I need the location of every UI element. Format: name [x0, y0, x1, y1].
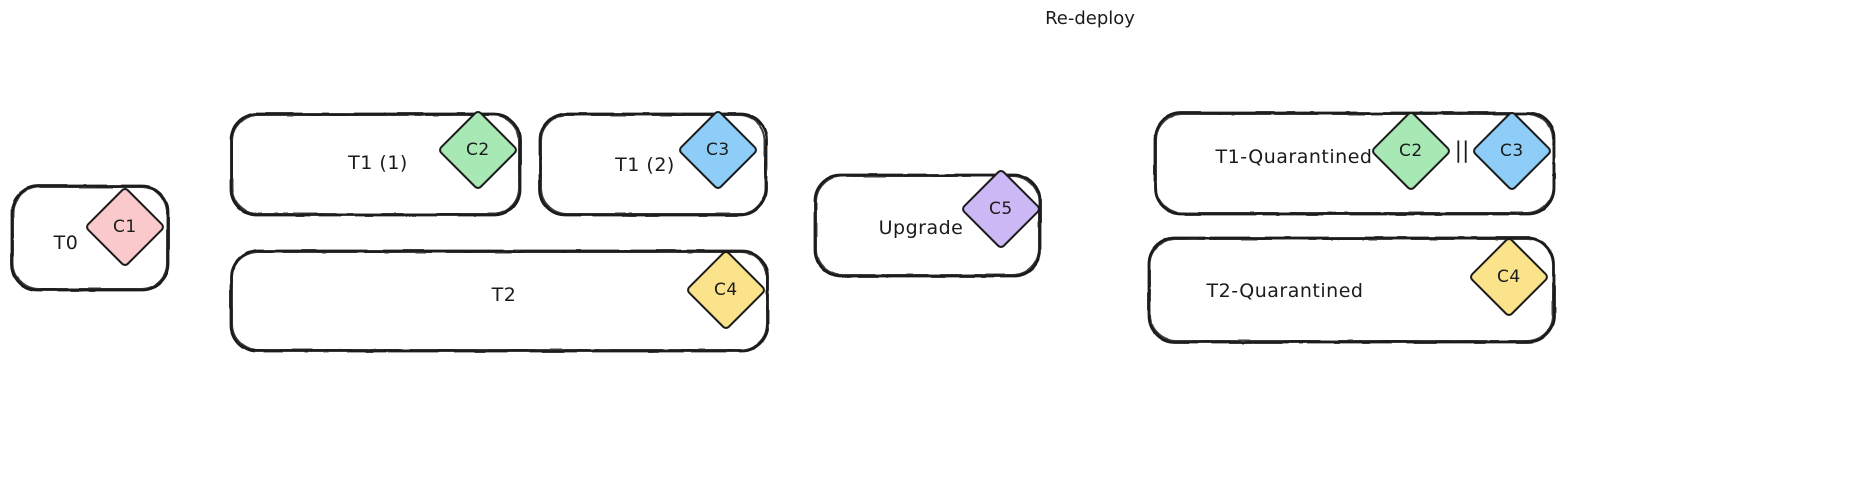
box-label-t1-1: T1 (1) [348, 152, 408, 174]
box-t0-overdraw [12, 186, 168, 290]
box-label-upgrade: Upgrade [878, 217, 964, 239]
box-t1-1-overdraw [231, 114, 520, 215]
chip-label-c3: C3 [706, 140, 730, 160]
box-label-t1-2: T1 (2) [615, 154, 675, 176]
box-t1-quarantined-overdraw [1155, 113, 1554, 214]
box-t2-quarantined-overdraw [1149, 238, 1554, 342]
chip-label-c5: C5 [989, 199, 1013, 219]
chip-label-c2: C2 [466, 140, 490, 160]
box-label-t0: T0 [53, 232, 79, 254]
box-label-t2-quarantined: T2-Quarantined [1206, 280, 1364, 302]
box-label-t1-quarantined: T1-Quarantined [1215, 146, 1373, 168]
chip-label-c4: C4 [714, 280, 738, 300]
chip-label-c3-quarantined: C3 [1500, 141, 1524, 161]
box-t2-overdraw [231, 251, 768, 351]
box-t1-2-overdraw [540, 114, 766, 215]
box-label-t2: T2 [491, 284, 517, 306]
box-upgrade-overdraw [815, 175, 1040, 276]
redeploy-label: Re-deploy [1045, 8, 1135, 29]
chip-label-c4-quarantined: C4 [1497, 267, 1521, 287]
chip-label-c2-quarantined: C2 [1399, 141, 1423, 161]
parallel-separator: || [1454, 138, 1470, 164]
chip-label-c1: C1 [113, 217, 137, 237]
